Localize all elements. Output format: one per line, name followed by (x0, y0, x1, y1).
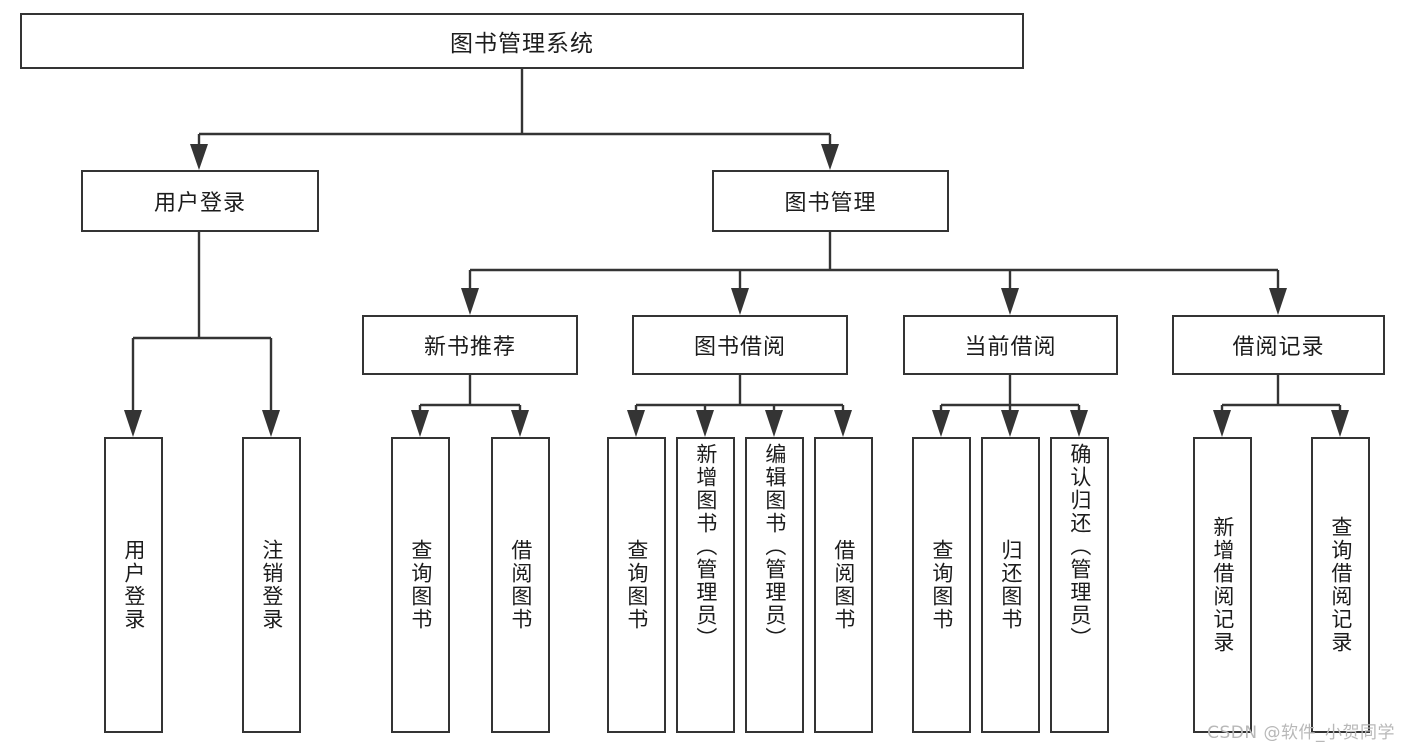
node-current-borrow[interactable]: 当前借阅 (903, 315, 1118, 375)
leaf-borrow-book-recommend[interactable]: 借阅图书 (491, 437, 550, 733)
leaf-query-book-recommend[interactable]: 查询图书 (391, 437, 450, 733)
node-label: 借阅图书 (508, 539, 533, 631)
arrowhead-icon (765, 410, 783, 437)
node-label: 图书管理系统 (450, 31, 594, 57)
node-label: 用户登录 (153, 191, 246, 216)
node-label: 新增图书（管理员） (693, 443, 718, 650)
arrowhead-icon (1070, 410, 1088, 437)
node-label: 确认归还（管理员） (1067, 443, 1092, 650)
connector-borrowrecord-to-leaves (1213, 375, 1349, 437)
node-root-book-management-system[interactable]: 图书管理系统 (20, 13, 1024, 69)
node-label: 查询图书 (624, 539, 649, 631)
arrowhead-icon (411, 410, 429, 437)
arrowhead-icon (1213, 410, 1231, 437)
leaf-query-borrow-record[interactable]: 查询借阅记录 (1311, 437, 1370, 733)
arrowhead-icon (1001, 410, 1019, 437)
connector-userlogin-to-leaves (124, 232, 280, 437)
node-book-borrow[interactable]: 图书借阅 (632, 315, 848, 375)
node-label: 用户登录 (121, 539, 146, 631)
connector-newbook-to-leaves (411, 375, 529, 437)
arrowhead-icon (821, 144, 839, 170)
arrowhead-icon (1269, 288, 1287, 315)
node-borrow-record[interactable]: 借阅记录 (1172, 315, 1385, 375)
leaf-return-book[interactable]: 归还图书 (981, 437, 1040, 733)
leaf-query-book-borrow[interactable]: 查询图书 (607, 437, 666, 733)
leaf-edit-book-admin[interactable]: 编辑图书（管理员） (745, 437, 804, 733)
node-label: 查询图书 (929, 539, 954, 631)
node-label: 查询借阅记录 (1328, 516, 1353, 654)
arrowhead-icon (461, 288, 479, 315)
arrowhead-icon (1331, 410, 1349, 437)
arrowhead-icon (124, 410, 142, 437)
arrowhead-icon (262, 410, 280, 437)
leaf-logout-login[interactable]: 注销登录 (242, 437, 301, 733)
node-label: 新书推荐 (423, 335, 516, 360)
node-label: 图书借阅 (693, 335, 786, 360)
node-label: 编辑图书（管理员） (762, 443, 787, 650)
leaf-confirm-return-admin[interactable]: 确认归还（管理员） (1050, 437, 1109, 733)
arrowhead-icon (731, 288, 749, 315)
node-book-management[interactable]: 图书管理 (712, 170, 949, 232)
leaf-query-book-current[interactable]: 查询图书 (912, 437, 971, 733)
connector-bookmanage-to-level3 (461, 232, 1287, 315)
arrowhead-icon (627, 410, 645, 437)
node-label: 借阅记录 (1232, 335, 1325, 360)
arrowhead-icon (932, 410, 950, 437)
node-new-book-recommend[interactable]: 新书推荐 (362, 315, 578, 375)
connector-root-to-level2 (190, 68, 839, 170)
arrowhead-icon (696, 410, 714, 437)
node-label: 新增借阅记录 (1210, 516, 1235, 654)
leaf-add-borrow-record[interactable]: 新增借阅记录 (1193, 437, 1252, 733)
arrowhead-icon (1001, 288, 1019, 315)
node-label: 图书管理 (784, 191, 877, 216)
connector-bookborrow-to-leaves (627, 375, 852, 437)
node-label: 查询图书 (408, 539, 433, 631)
node-label: 当前借阅 (964, 335, 1057, 360)
node-label: 归还图书 (998, 539, 1023, 631)
leaf-add-book-admin[interactable]: 新增图书（管理员） (676, 437, 735, 733)
leaf-user-login[interactable]: 用户登录 (104, 437, 163, 733)
arrowhead-icon (190, 144, 208, 170)
node-user-login[interactable]: 用户登录 (81, 170, 319, 232)
node-label: 注销登录 (259, 539, 284, 631)
leaf-borrow-book[interactable]: 借阅图书 (814, 437, 873, 733)
arrowhead-icon (511, 410, 529, 437)
arrowhead-icon (834, 410, 852, 437)
node-label: 借阅图书 (831, 539, 856, 631)
connector-currentborrow-to-leaves (932, 375, 1088, 437)
